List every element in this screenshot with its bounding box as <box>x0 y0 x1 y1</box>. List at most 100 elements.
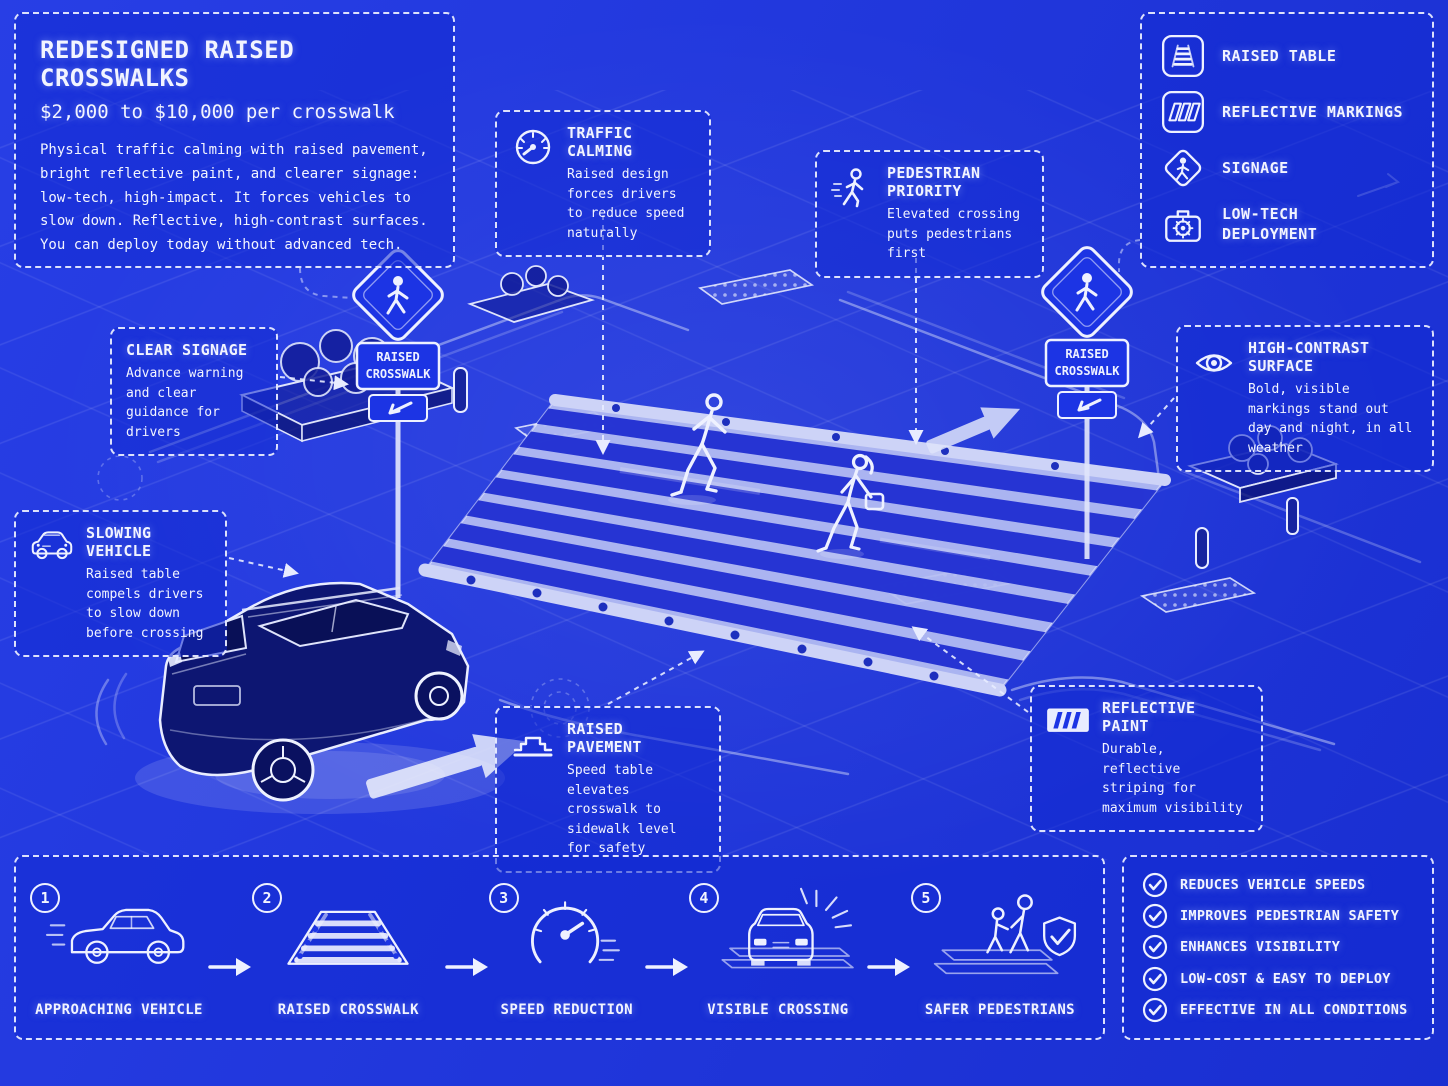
step-arrow-icon <box>645 957 688 976</box>
check-circle-icon <box>1142 903 1168 929</box>
eye-icon <box>1195 354 1233 372</box>
step-number-badge: 5 <box>910 883 941 913</box>
pedestrians-shield-icon <box>933 893 1076 974</box>
legend-label: REFLECTIVE MARKINGS <box>1222 102 1404 121</box>
callout-title: PEDESTRIAN PRIORITY <box>887 164 981 200</box>
raised-crosswalk-table <box>418 394 1171 697</box>
benefits-panel: REDUCES VEHICLE SPEEDS IMPROVES PEDESTRI… <box>1122 855 1434 1040</box>
sign-raised-crosswalk-right: RAISED CROSSWALK <box>1041 246 1133 559</box>
sign-arrow-glyph <box>388 401 413 415</box>
benefit-item: REDUCES VEHICLE SPEEDS <box>1142 872 1414 898</box>
callout-high-contrast-surface: HIGH-CONTRAST SURFACE Bold, visible mark… <box>1176 325 1434 472</box>
legend-item-low-tech: LOW-TECH DEPLOYMENT <box>1160 201 1414 247</box>
pedestrian-woman <box>816 453 885 559</box>
reflective-stripes-icon <box>1047 708 1089 732</box>
step-arrow-icon <box>208 957 252 976</box>
speedometer-gauge-icon <box>530 900 620 963</box>
check-circle-icon <box>1142 998 1168 1023</box>
step-visible-crossing: 4 <box>688 867 867 1028</box>
sign-text-line1: RAISED <box>1065 347 1108 361</box>
front-wheel <box>414 671 464 721</box>
planter-top <box>467 265 595 323</box>
callout-title: CLEAR SIGNAGE <box>126 341 248 359</box>
legend-label: LOW-TECH DEPLOYMENT <box>1222 204 1318 243</box>
step-speed-reduction: 3 SPEED REDUCTION <box>488 867 645 1028</box>
title-panel: REDESIGNED RAISED CROSSWALKS $2,000 to $… <box>14 12 455 268</box>
benefit-label: REDUCES VEHICLE SPEEDS <box>1180 876 1366 893</box>
step-label: APPROACHING VEHICLE <box>35 1002 203 1018</box>
far-lane-arrow <box>926 407 1021 454</box>
callout-title: SLOWING VEHICLE <box>86 524 152 560</box>
step-label: SAFER PEDESTRIANS <box>924 1002 1075 1018</box>
callout-slowing-vehicle: SLOWING VEHICLE Raised table compels dri… <box>14 510 227 657</box>
step-arrow-icon <box>444 957 488 976</box>
step-number-badge: 1 <box>30 883 60 913</box>
callout-body: Advance warning and clear guidance for d… <box>126 366 244 440</box>
benefit-item: EFFECTIVE IN ALL CONDITIONS <box>1142 997 1414 1023</box>
step-safer-pedestrians: 5 SAFER PEDESTRIAN <box>910 867 1089 1028</box>
process-strip: 1 APPROACHING VEHICLE 2 <box>14 855 1105 1040</box>
sign-person-glyph <box>1075 273 1098 312</box>
step-number-badge: 4 <box>688 883 719 913</box>
pedestrian-man <box>668 393 727 505</box>
crosswalk-bottom-rail <box>418 563 1007 697</box>
rail-bolts <box>466 404 1059 681</box>
benefit-label: ENHANCES VISIBILITY <box>1180 939 1341 956</box>
step-label: SPEED REDUCTION <box>500 1002 633 1018</box>
page-title: REDESIGNED RAISED CROSSWALKS <box>40 36 295 92</box>
step-label: VISIBLE CROSSING <box>707 1002 849 1018</box>
car-front-crossing-icon <box>721 887 854 968</box>
legend-label: SIGNAGE <box>1222 158 1289 177</box>
walking-person-icon <box>831 168 864 208</box>
benefit-item: IMPROVES PEDESTRIAN SAFETY <box>1142 903 1414 929</box>
sign-person-glyph <box>386 276 409 315</box>
reflective-markings-icon <box>1161 90 1205 134</box>
legend-item-reflective-markings: REFLECTIVE MARKINGS <box>1160 89 1414 135</box>
sign-raised-crosswalk-left: RAISED CROSSWALK <box>352 249 444 598</box>
benefit-label: IMPROVES PEDESTRIAN SAFETY <box>1180 908 1400 925</box>
callout-raised-pavement: RAISED PAVEMENT Speed table elevates cro… <box>495 706 721 873</box>
step-raised-crosswalk: 2 RAISED CROSSWALK <box>252 867 445 1028</box>
benefit-item: LOW-COST & EASY TO DEPLOY <box>1142 966 1414 992</box>
step-number-badge: 2 <box>252 883 283 913</box>
car-icon <box>31 531 73 560</box>
callout-pedestrian-priority: PEDESTRIAN PRIORITY Elevated crossing pu… <box>815 150 1044 278</box>
raised-crosswalk-icon <box>287 910 410 965</box>
callout-body: Raised table compels drivers to slow dow… <box>86 567 204 641</box>
step-number-badge: 3 <box>488 883 519 913</box>
callout-body: Bold, visible markings stand out day and… <box>1248 382 1413 456</box>
crosswalk-stripes <box>431 408 1157 680</box>
check-circle-icon <box>1142 966 1168 991</box>
suv-side-icon <box>45 908 185 964</box>
check-circle-icon <box>1142 935 1168 960</box>
callout-clear-signage: CLEAR SIGNAGE Advance warning and clear … <box>110 327 278 456</box>
rear-wheel <box>251 738 315 802</box>
sign-text-line2: CROSSWALK <box>365 367 431 381</box>
callout-body: Speed table elevates crosswalk to sidewa… <box>567 763 677 856</box>
callout-title: HIGH-CONTRAST SURFACE <box>1248 339 1370 375</box>
callout-title: REFLECTIVE PAINT <box>1102 699 1196 735</box>
step-approaching-vehicle: 1 APPROACHING VEHICLE <box>30 867 208 1028</box>
callout-reflective-paint: REFLECTIVE PAINT Durable, reflective str… <box>1030 685 1263 832</box>
legend-item-raised-table: RAISED TABLE <box>1160 33 1414 79</box>
benefit-item: ENHANCES VISIBILITY <box>1142 934 1414 960</box>
callout-body: Elevated crossing puts pedestrians first <box>887 207 1021 261</box>
sign-arrow-glyph <box>1077 398 1102 412</box>
step-arrow-icon <box>867 957 910 976</box>
legend-item-signage: SIGNAGE <box>1160 145 1414 191</box>
callout-connectors <box>228 215 1175 713</box>
legend-label: RAISED TABLE <box>1222 46 1337 65</box>
callout-body: Raised design forces drivers to reduce s… <box>567 167 685 241</box>
sign-text-line2: CROSSWALK <box>1054 364 1120 378</box>
crosswalk-top-rail <box>549 394 1171 486</box>
callout-title: TRAFFIC CALMING <box>567 124 633 160</box>
raised-table-icon <box>1161 34 1205 78</box>
legend-panel: RAISED TABLE REFLECTIVE MARKINGS SIGNAGE <box>1140 12 1434 268</box>
callout-traffic-calming: TRAFFIC CALMING Raised design forces dri… <box>495 110 711 257</box>
tactile-pads <box>514 269 1257 613</box>
bollards <box>453 367 1299 569</box>
callout-title: RAISED PAVEMENT <box>567 720 642 756</box>
signage-icon <box>1164 149 1202 187</box>
intro-text: Physical traffic calming with raised pav… <box>40 142 428 254</box>
